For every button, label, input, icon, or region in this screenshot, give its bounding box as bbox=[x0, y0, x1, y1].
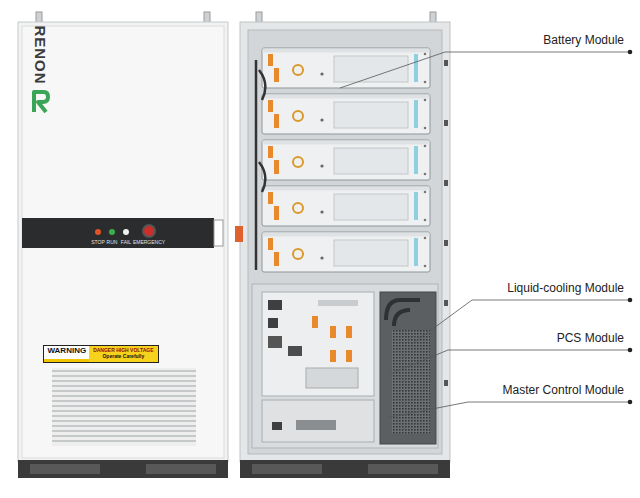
part-label: Battery Module bbox=[543, 34, 624, 48]
part-label: Liquid-cooling Module bbox=[507, 282, 624, 296]
sign-heading: WARNING bbox=[47, 347, 86, 356]
indicator-label: STOP bbox=[91, 240, 105, 246]
indicator-label: RUN bbox=[107, 240, 118, 246]
sign-left-cell: WARNING bbox=[44, 346, 89, 362]
indicator-label: EMERGENCY bbox=[133, 240, 165, 246]
warning-sign: WARNINGDANGER HIGH VOLTAGEOperate Carefu… bbox=[43, 345, 158, 363]
sign-right-cell: DANGER HIGH VOLTAGEOperate Carefully bbox=[89, 346, 157, 362]
indicator-label: FAIL bbox=[121, 240, 131, 246]
sign-text: Operate Carefully bbox=[102, 354, 144, 360]
part-label: Master Control Module bbox=[503, 384, 624, 398]
part-label: PCS Module bbox=[557, 332, 624, 346]
brand-logo: RENON bbox=[31, 25, 48, 84]
